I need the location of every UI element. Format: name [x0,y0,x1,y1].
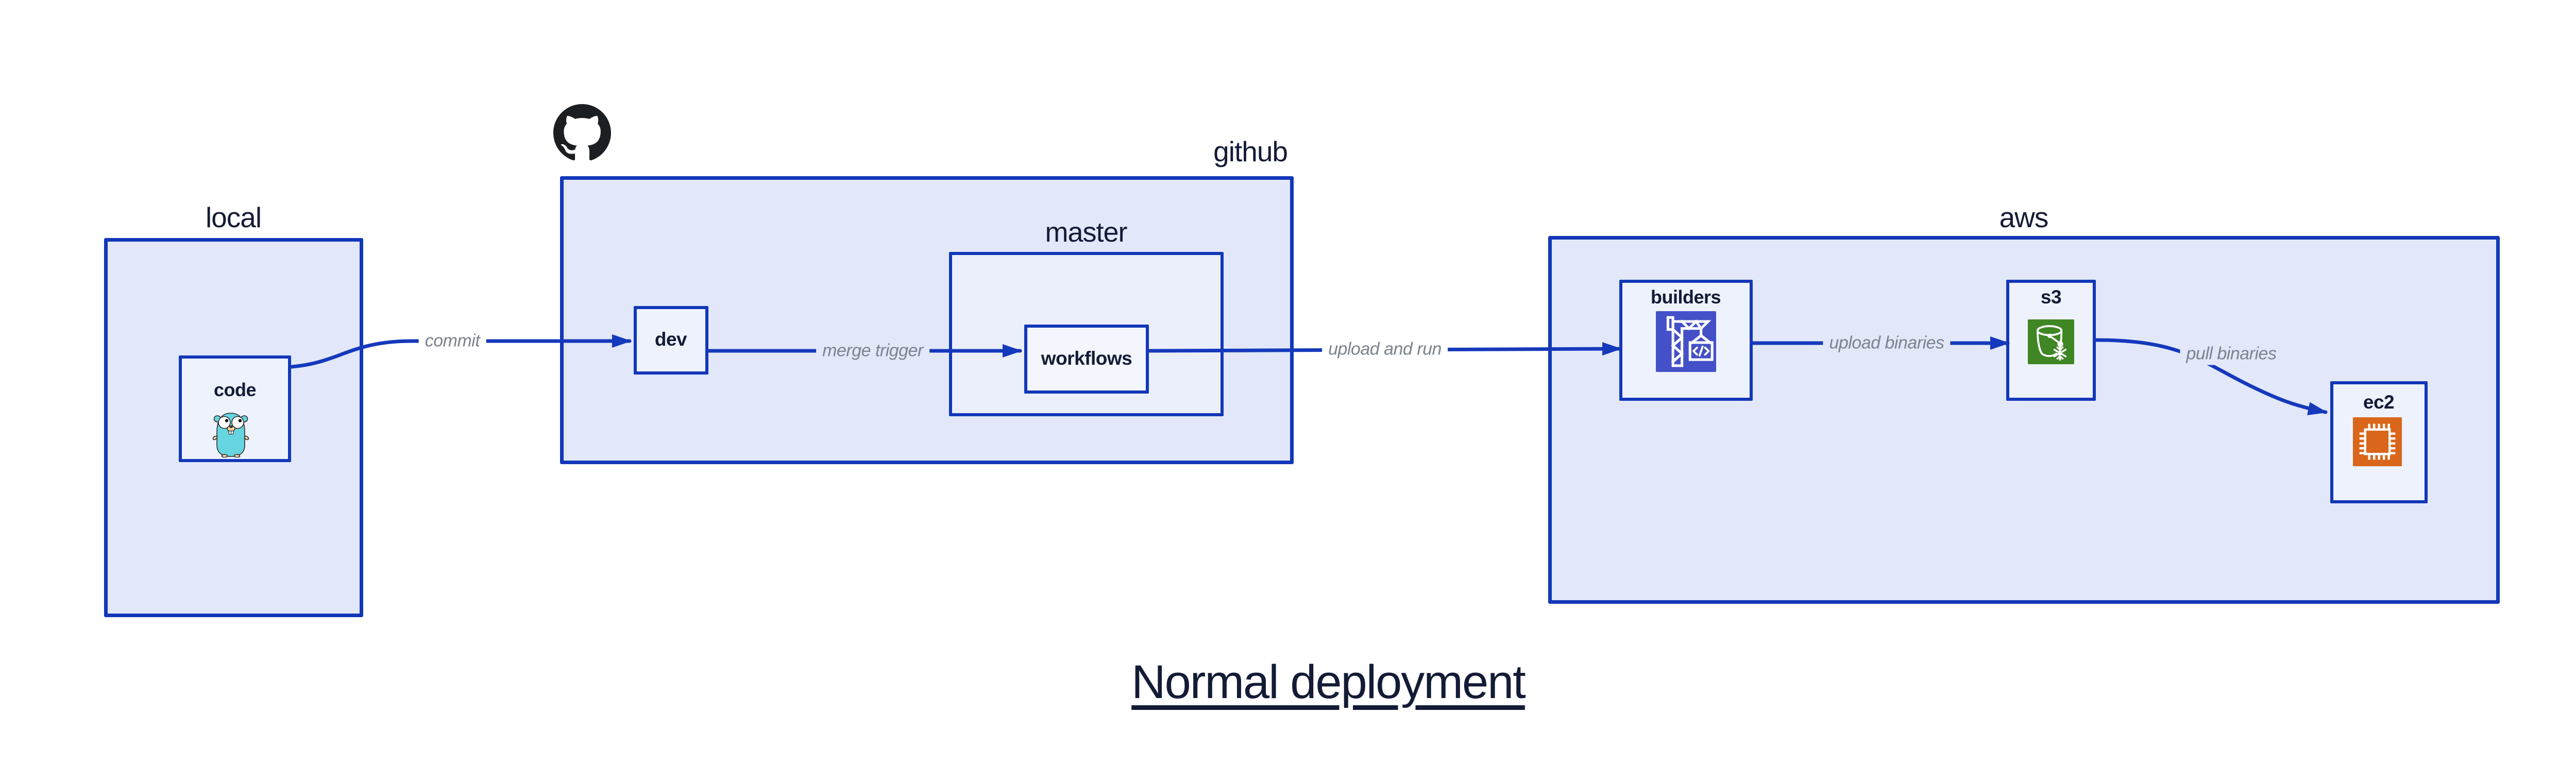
code-node-label: code [213,379,257,400]
s3-node-label: s3 [2040,286,2062,308]
github-octocat-icon [553,104,611,161]
glacier-bucket-icon [2028,319,2074,364]
dev-node-label: dev [654,329,687,350]
code-node-box [179,355,291,462]
workflows-node-label: workflows [1041,348,1132,369]
codebuild-crane-icon [1656,311,1716,372]
local-group-label: local [205,201,262,233]
diagram-title: Normal deployment [1131,656,1526,708]
master-branch-label: master [1045,217,1127,248]
ec2-node-label: ec2 [2363,392,2395,413]
upload-binaries-edge-label: upload binaries [1823,332,1951,354]
go-gopher-icon [212,413,249,457]
upload-and-run-edge-label: upload and run [1322,338,1448,361]
merge-trigger-edge-label: merge trigger [816,339,929,362]
commit-edge-label: commit [418,330,486,352]
builders-node-box [1619,280,1753,401]
dev-node-box [634,306,708,375]
workflows-node-box [1024,325,1149,394]
cpu-chip-icon [2353,417,2402,466]
github-group-label: github [1213,135,1288,167]
pull-binaries-edge-label: pull binaries [2180,343,2283,365]
aws-group-label: aws [1999,201,2049,233]
builders-node-label: builders [1650,286,1721,308]
